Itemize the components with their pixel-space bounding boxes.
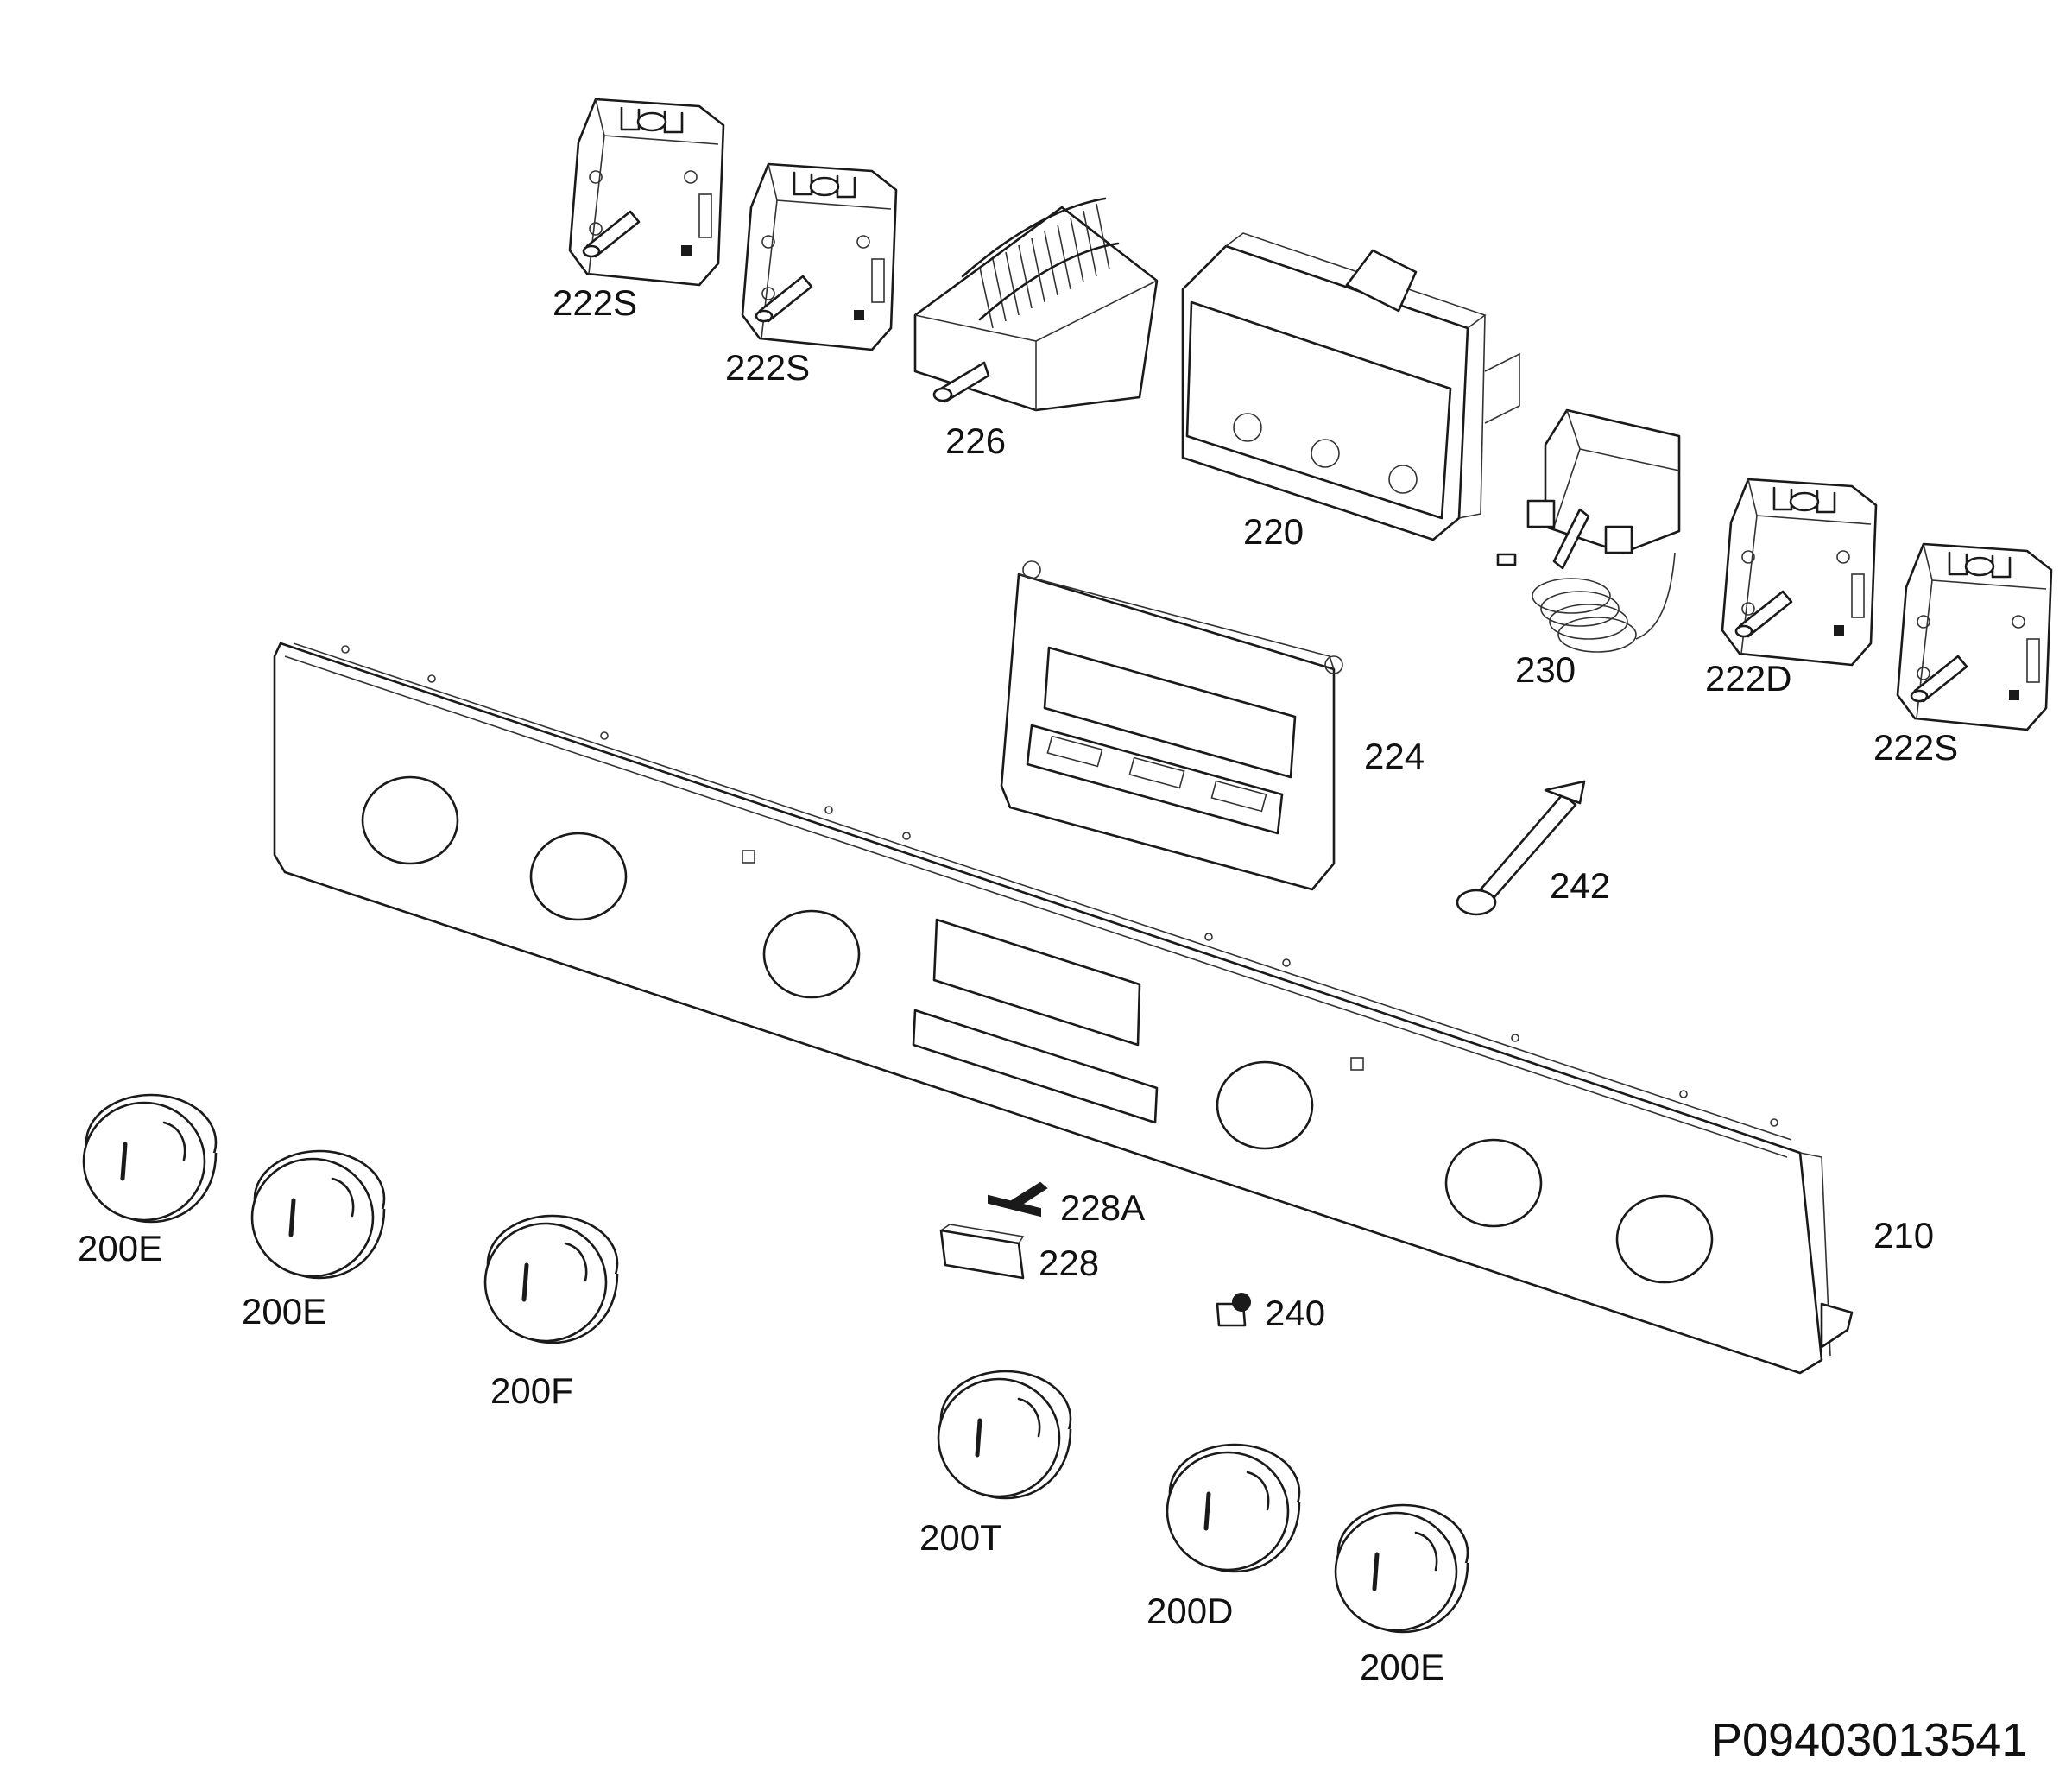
- control-panel-210: [273, 642, 1854, 1375]
- knob-200f: [485, 1216, 617, 1343]
- label-200d: 200D: [1147, 1591, 1234, 1631]
- regulator-222s-b: [741, 162, 898, 351]
- label-210: 210: [1873, 1215, 1935, 1256]
- label-200e-a: 200E: [78, 1228, 163, 1268]
- label-222s-a: 222S: [553, 282, 638, 323]
- label-226: 226: [945, 421, 1007, 461]
- label-200e-b: 200E: [242, 1291, 327, 1332]
- label-228a: 228A: [1060, 1187, 1146, 1228]
- label-240: 240: [1265, 1293, 1326, 1333]
- label-222s-b: 222S: [725, 347, 811, 388]
- thermostat-230: [1496, 408, 1681, 653]
- label-222s-c: 222S: [1873, 727, 1959, 768]
- display-module-224: [1000, 560, 1343, 891]
- selector-switch-226: [913, 197, 1159, 412]
- knob-200e-c: [1336, 1505, 1468, 1632]
- label-200f: 200F: [490, 1370, 573, 1411]
- display-housing-220: [1181, 232, 1520, 541]
- clip-240: [1216, 1293, 1251, 1327]
- push-button-228: [939, 1224, 1025, 1280]
- panel-knob-holes: [361, 775, 1714, 1284]
- panel-display-window: [932, 918, 1141, 1047]
- label-200e-c: 200E: [1360, 1647, 1445, 1687]
- label-224: 224: [1364, 736, 1425, 776]
- label-200t: 200T: [919, 1517, 1002, 1558]
- knob-200t: [938, 1371, 1071, 1498]
- label-228: 228: [1039, 1243, 1100, 1283]
- regulator-222s-a: [568, 98, 725, 287]
- label-230: 230: [1515, 649, 1576, 690]
- regulator-222d: [1721, 478, 1878, 667]
- knob-200d: [1167, 1445, 1299, 1572]
- regulator-222s-c: [1896, 542, 2053, 731]
- label-222d: 222D: [1705, 658, 1792, 699]
- knob-200e-a: [84, 1095, 216, 1222]
- sensor-242: [1456, 780, 1586, 916]
- knob-200e-b: [252, 1151, 384, 1278]
- label-220: 220: [1243, 511, 1304, 552]
- pin-228a: [988, 1181, 1048, 1218]
- document-number: P09403013541: [1711, 1714, 2028, 1766]
- label-242: 242: [1550, 865, 1611, 906]
- panel-button-slot: [912, 1009, 1159, 1124]
